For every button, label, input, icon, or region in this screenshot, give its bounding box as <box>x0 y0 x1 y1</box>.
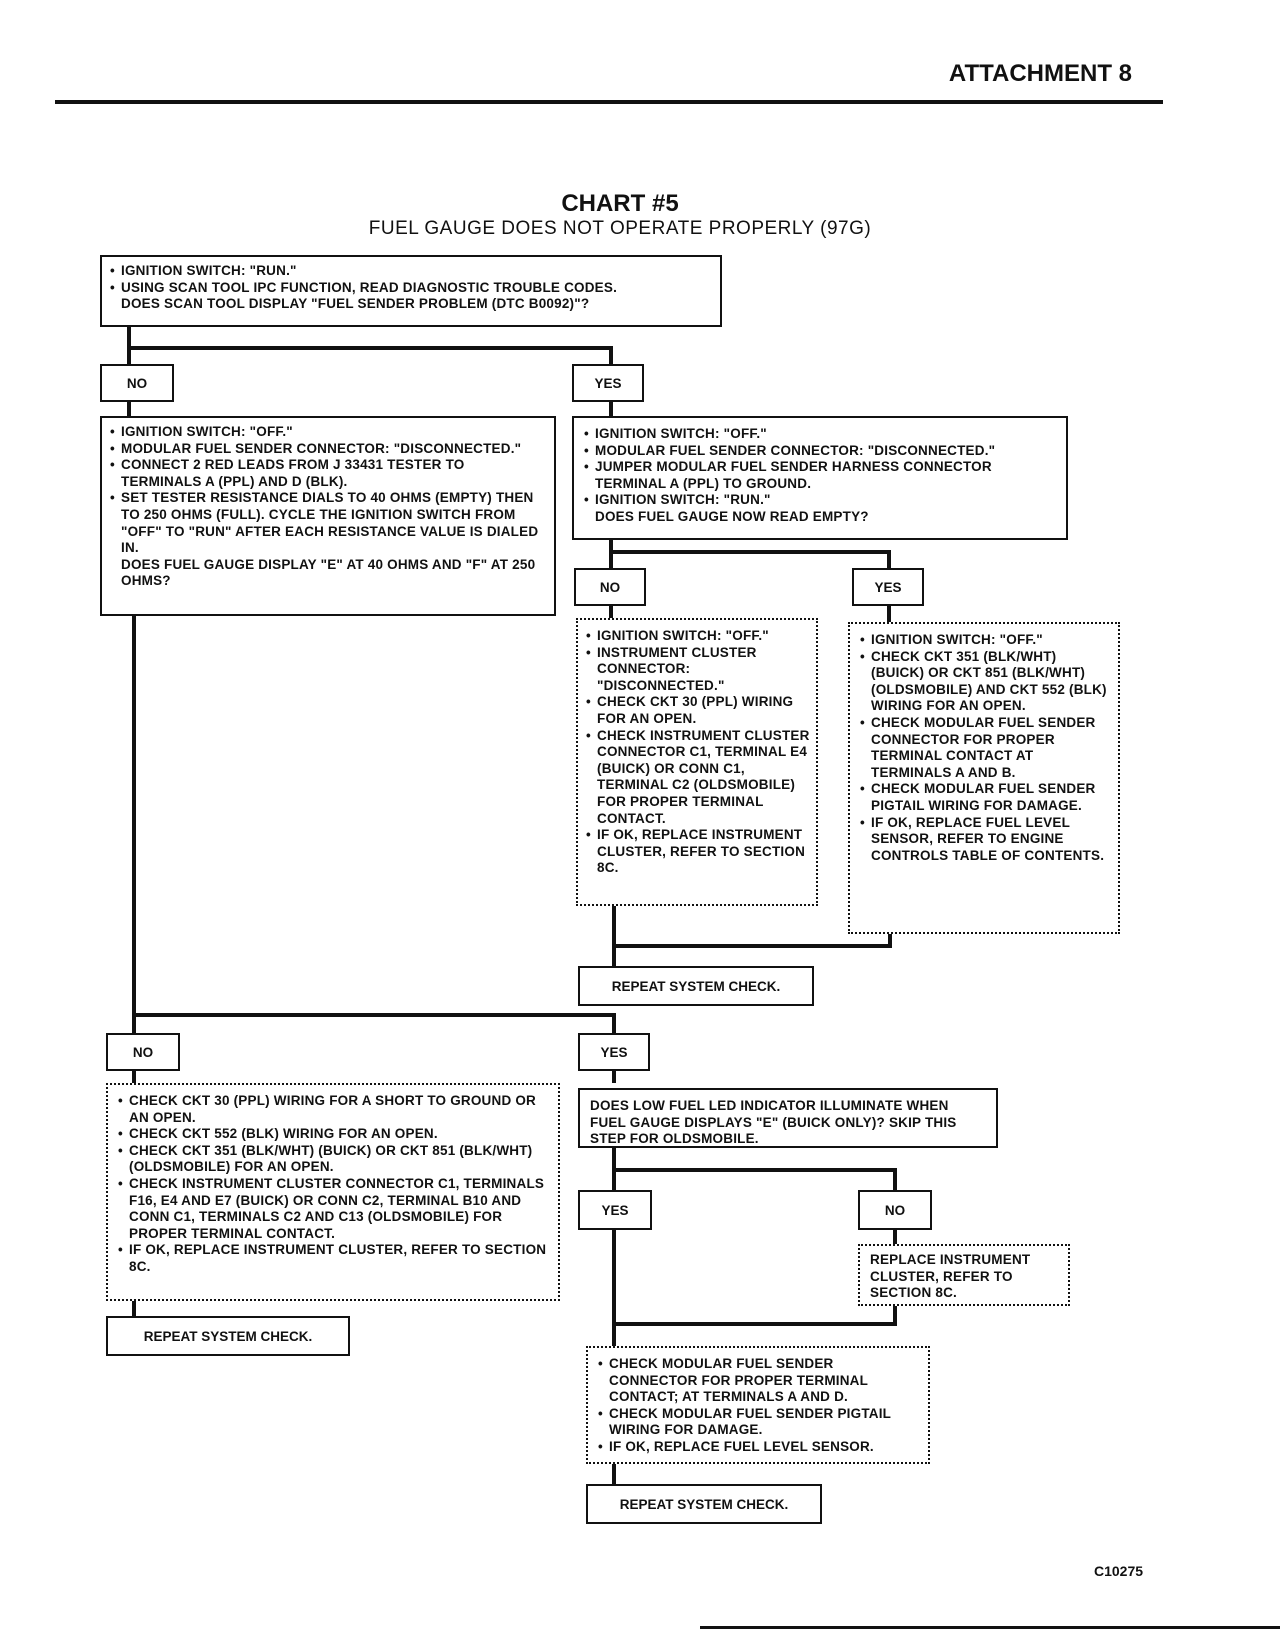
empty-no-item-1: IGNITION SWITCH: "OFF." <box>584 628 810 645</box>
display-no-item-4: CHECK INSTRUMENT CLUSTER CONNECTOR C1, T… <box>116 1176 550 1242</box>
label-yes-2: YES <box>852 568 924 606</box>
yes-branch-question: DOES FUEL GAUGE NOW READ EMPTY? <box>595 508 869 524</box>
label-no-4: NO <box>858 1190 932 1230</box>
empty-yes-step-box: IGNITION SWITCH: "OFF." CHECK CKT 351 (B… <box>848 622 1120 934</box>
yes-branch-item-2: MODULAR FUEL SENDER CONNECTOR: "DISCONNE… <box>582 443 1058 460</box>
display-no-item-3: CHECK CKT 351 (BLK/WHT) (BUICK) OR CKT 8… <box>116 1143 550 1176</box>
repeat-system-check-1: REPEAT SYSTEM CHECK. <box>578 966 814 1006</box>
empty-no-item-3: CHECK CKT 30 (PPL) WIRING FOR AN OPEN. <box>584 694 810 727</box>
label-no-3: NO <box>106 1033 180 1071</box>
display-no-item-2: CHECK CKT 552 (BLK) WIRING FOR AN OPEN. <box>116 1126 550 1143</box>
empty-yes-item-4: CHECK MODULAR FUEL SENDER PIGTAIL WIRING… <box>858 781 1110 814</box>
led-yes-item-1: CHECK MODULAR FUEL SENDER CONNECTOR FOR … <box>596 1356 920 1406</box>
label-yes-1: YES <box>572 364 644 402</box>
yes-branch-step-box: IGNITION SWITCH: "OFF." MODULAR FUEL SEN… <box>572 416 1068 540</box>
no-branch-question: DOES FUEL GAUGE DISPLAY "E" AT 40 OHMS A… <box>121 556 536 589</box>
empty-no-item-4: CHECK INSTRUMENT CLUSTER CONNECTOR C1, T… <box>584 728 810 828</box>
start-step-box: IGNITION SWITCH: "RUN." USING SCAN TOOL … <box>100 255 722 327</box>
no-branch-item-2: MODULAR FUEL SENDER CONNECTOR: "DISCONNE… <box>108 441 548 458</box>
empty-yes-item-2: CHECK CKT 351 (BLK/WHT) (BUICK) OR CKT 8… <box>858 649 1110 715</box>
empty-no-item-5: IF OK, REPLACE INSTRUMENT CLUSTER, REFER… <box>584 827 810 877</box>
display-no-item-5: IF OK, REPLACE INSTRUMENT CLUSTER, REFER… <box>116 1242 550 1275</box>
led-yes-item-3: IF OK, REPLACE FUEL LEVEL SENSOR. <box>596 1439 920 1456</box>
footer-rule <box>700 1626 1280 1629</box>
no-branch-item-1: IGNITION SWITCH: "OFF." <box>108 424 548 441</box>
label-no-2: NO <box>574 568 646 606</box>
empty-yes-item-5: IF OK, REPLACE FUEL LEVEL SENSOR, REFER … <box>858 815 1110 865</box>
no-branch-item-4: SET TESTER RESISTANCE DIALS TO 40 OHMS (… <box>108 490 548 556</box>
empty-no-step-box: IGNITION SWITCH: "OFF." INSTRUMENT CLUST… <box>576 618 818 906</box>
yes-branch-item-1: IGNITION SWITCH: "OFF." <box>582 426 1058 443</box>
led-question-box: DOES LOW FUEL LED INDICATOR ILLUMINATE W… <box>578 1088 998 1148</box>
display-no-step-box: CHECK CKT 30 (PPL) WIRING FOR A SHORT TO… <box>106 1083 560 1301</box>
no-branch-step-box: IGNITION SWITCH: "OFF." MODULAR FUEL SEN… <box>100 416 556 616</box>
no-branch-item-3: CONNECT 2 RED LEADS FROM J 33431 TESTER … <box>108 457 548 490</box>
led-no-step-box: REPLACE INSTRUMENT CLUSTER, REFER TO SEC… <box>858 1244 1070 1306</box>
chart-subtitle: FUEL GAUGE DOES NOT OPERATE PROPERLY (97… <box>368 218 872 239</box>
led-yes-step-box: CHECK MODULAR FUEL SENDER CONNECTOR FOR … <box>586 1346 930 1464</box>
empty-no-item-2: INSTRUMENT CLUSTER CONNECTOR: "DISCONNEC… <box>584 645 810 695</box>
label-yes-3: YES <box>578 1033 650 1071</box>
led-no-text: REPLACE INSTRUMENT CLUSTER, REFER TO SEC… <box>870 1252 1031 1301</box>
attachment-label: ATTACHMENT 8 <box>948 60 1132 87</box>
empty-yes-item-3: CHECK MODULAR FUEL SENDER CONNECTOR FOR … <box>858 715 1110 781</box>
label-yes-4: YES <box>578 1190 652 1230</box>
empty-yes-item-1: IGNITION SWITCH: "OFF." <box>858 632 1110 649</box>
figure-code: C10275 <box>1094 1563 1144 1579</box>
start-item-2: USING SCAN TOOL IPC FUNCTION, READ DIAGN… <box>108 280 714 297</box>
start-item-1: IGNITION SWITCH: "RUN." <box>108 263 714 280</box>
repeat-system-check-3: REPEAT SYSTEM CHECK. <box>586 1484 822 1524</box>
header-rule <box>55 100 1163 104</box>
led-yes-item-2: CHECK MODULAR FUEL SENDER PIGTAIL WIRING… <box>596 1406 920 1439</box>
repeat-system-check-2: REPEAT SYSTEM CHECK. <box>106 1316 350 1356</box>
yes-branch-item-3: JUMPER MODULAR FUEL SENDER HARNESS CONNE… <box>582 459 1058 492</box>
start-question: DOES SCAN TOOL DISPLAY "FUEL SENDER PROB… <box>121 296 590 312</box>
label-no-1: NO <box>100 364 174 402</box>
yes-branch-item-4: IGNITION SWITCH: "RUN." <box>582 492 1058 509</box>
led-question-text: DOES LOW FUEL LED INDICATOR ILLUMINATE W… <box>590 1098 957 1147</box>
display-no-item-1: CHECK CKT 30 (PPL) WIRING FOR A SHORT TO… <box>116 1093 550 1126</box>
chart-title: CHART #5 <box>561 190 679 217</box>
